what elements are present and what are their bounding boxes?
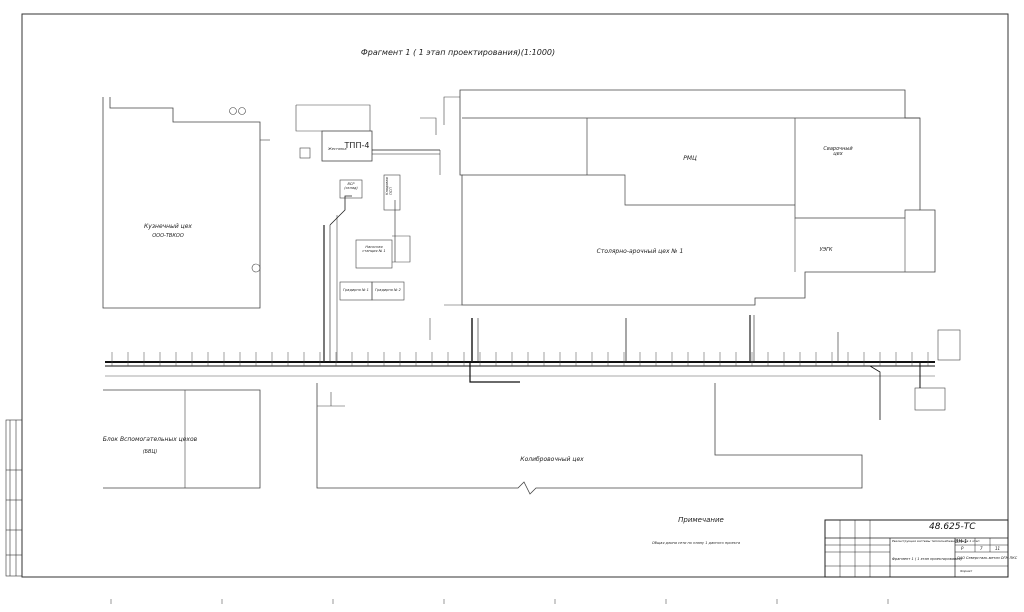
label-kuznechny: Кузнечный цех [144,223,192,230]
building-blok [103,389,261,489]
tb-stage: Р [961,546,964,551]
label-blok: Блок Вспомогательных цехов [102,436,198,443]
tb-code: 48.625-ТС [929,522,976,532]
building-gradirnya-2 [371,281,405,301]
note-heading: Примечание [678,516,724,524]
title-block-frame [824,519,1009,578]
label-ugk: УЭГК [819,247,833,253]
label-stolyarno: Столярно-арочный цех № 1 [596,248,684,255]
label-blok-sub: (БВЦ) [142,449,158,455]
building-kladovaya [383,174,401,211]
tb-sheet-code: ЭН-1 [955,539,968,545]
main-pipeline [105,361,935,420]
label-kuznechny-sub: ООО-ТВКОО [152,233,184,239]
bottom-ticks [110,599,889,604]
tb-sheet: 7 [980,546,983,551]
label-kolibrovochny: Колибровочный цех [520,456,584,463]
building-nasosnaya [355,239,393,269]
building-kolibrovochny [316,383,863,495]
tb-drawing: Фрагмент 1 ( 1 этап проектирования) [892,557,962,561]
left-margin-stamp [5,419,23,577]
tb-project: Реконструкция системы теплоснабжения цех… [892,539,980,543]
label-svarochny: Сварочный цех [823,146,853,157]
label-gradirnya-2: Градирня № 2 [375,288,401,292]
building-complex [459,89,936,306]
branch-pipelines [323,149,839,362]
label-gradirnya-1: Градирня № 1 [343,288,369,292]
outer-frame [21,13,1009,578]
note-text: Общая длина сети по плану 1 данного прое… [651,541,741,545]
label-tpp: ТПП-4 [344,141,370,150]
drawing-title: Фрагмент 1 ( 1 этап проектирования)(1:10… [360,48,556,57]
label-nasosnaya: Насосная станция № 1 [362,245,386,253]
pipeline-markers [111,352,929,366]
tb-org: ОАО Северсталь-метиз ОГМ ПКС [957,556,1018,560]
label-rmc: РМЦ [683,155,697,162]
building-vsp [339,179,363,199]
label-zhestyanka: Жестянка [328,147,347,151]
building-tpp [321,130,373,162]
label-kladovaya: Кладовая ПСП [385,177,393,195]
tb-format: Формат [960,569,973,573]
building-kuznechny [102,97,261,309]
tb-sheets: 11 [995,546,1001,551]
label-vsp: ВСР (склад) [344,182,358,190]
